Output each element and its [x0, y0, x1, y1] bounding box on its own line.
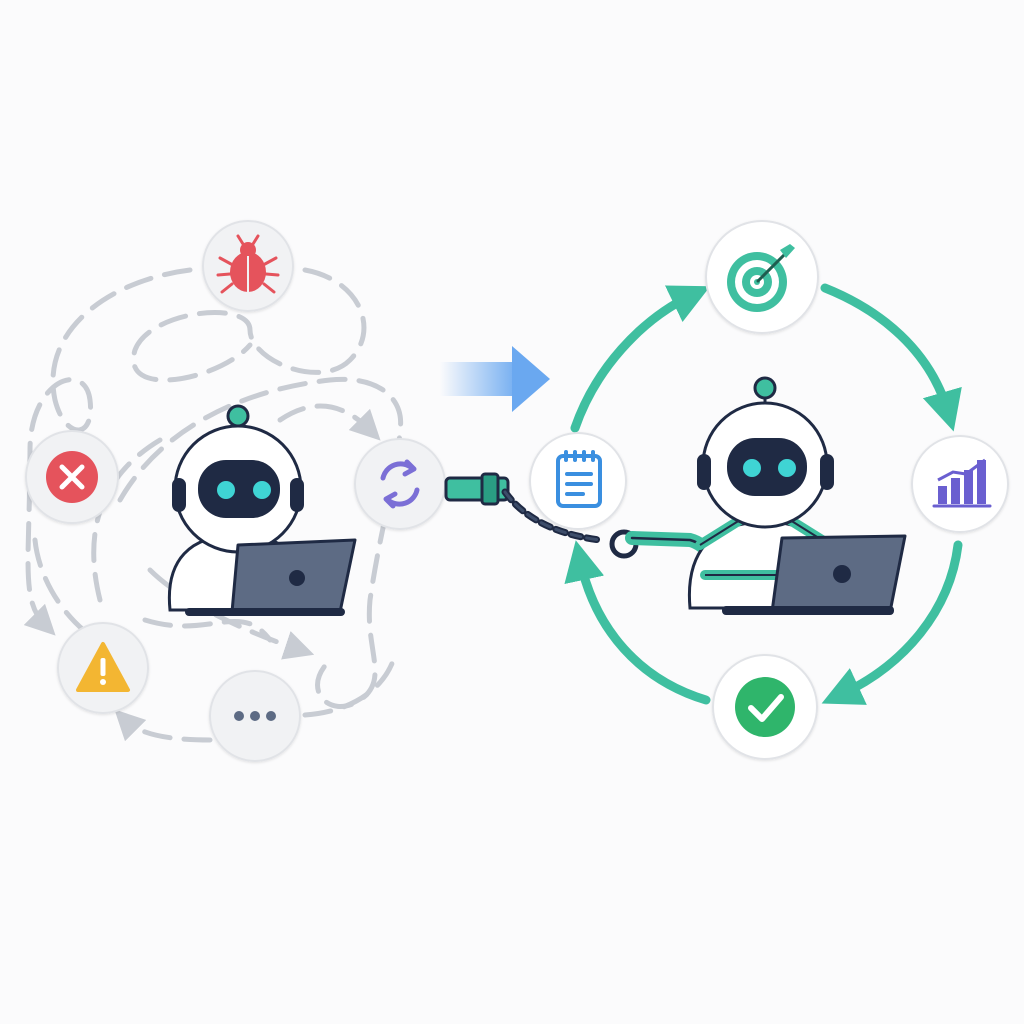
- warning-icon: [76, 642, 130, 692]
- orderly-cycle: [564, 283, 963, 705]
- checklist-icon: [556, 450, 602, 508]
- robot-with-laptop-in-harness-icon: [687, 376, 907, 615]
- arrow-right-icon: [440, 346, 550, 412]
- bar-chart-icon: [932, 458, 992, 508]
- refresh-node: [354, 438, 446, 530]
- ellipsis-icon: [234, 711, 276, 721]
- refresh-icon: [380, 459, 420, 509]
- checkmark-icon: [735, 677, 795, 737]
- bug-icon: [216, 234, 280, 294]
- error-x-icon: [46, 451, 98, 503]
- target-icon: [727, 244, 795, 312]
- robot-with-laptop-icon: [167, 404, 357, 616]
